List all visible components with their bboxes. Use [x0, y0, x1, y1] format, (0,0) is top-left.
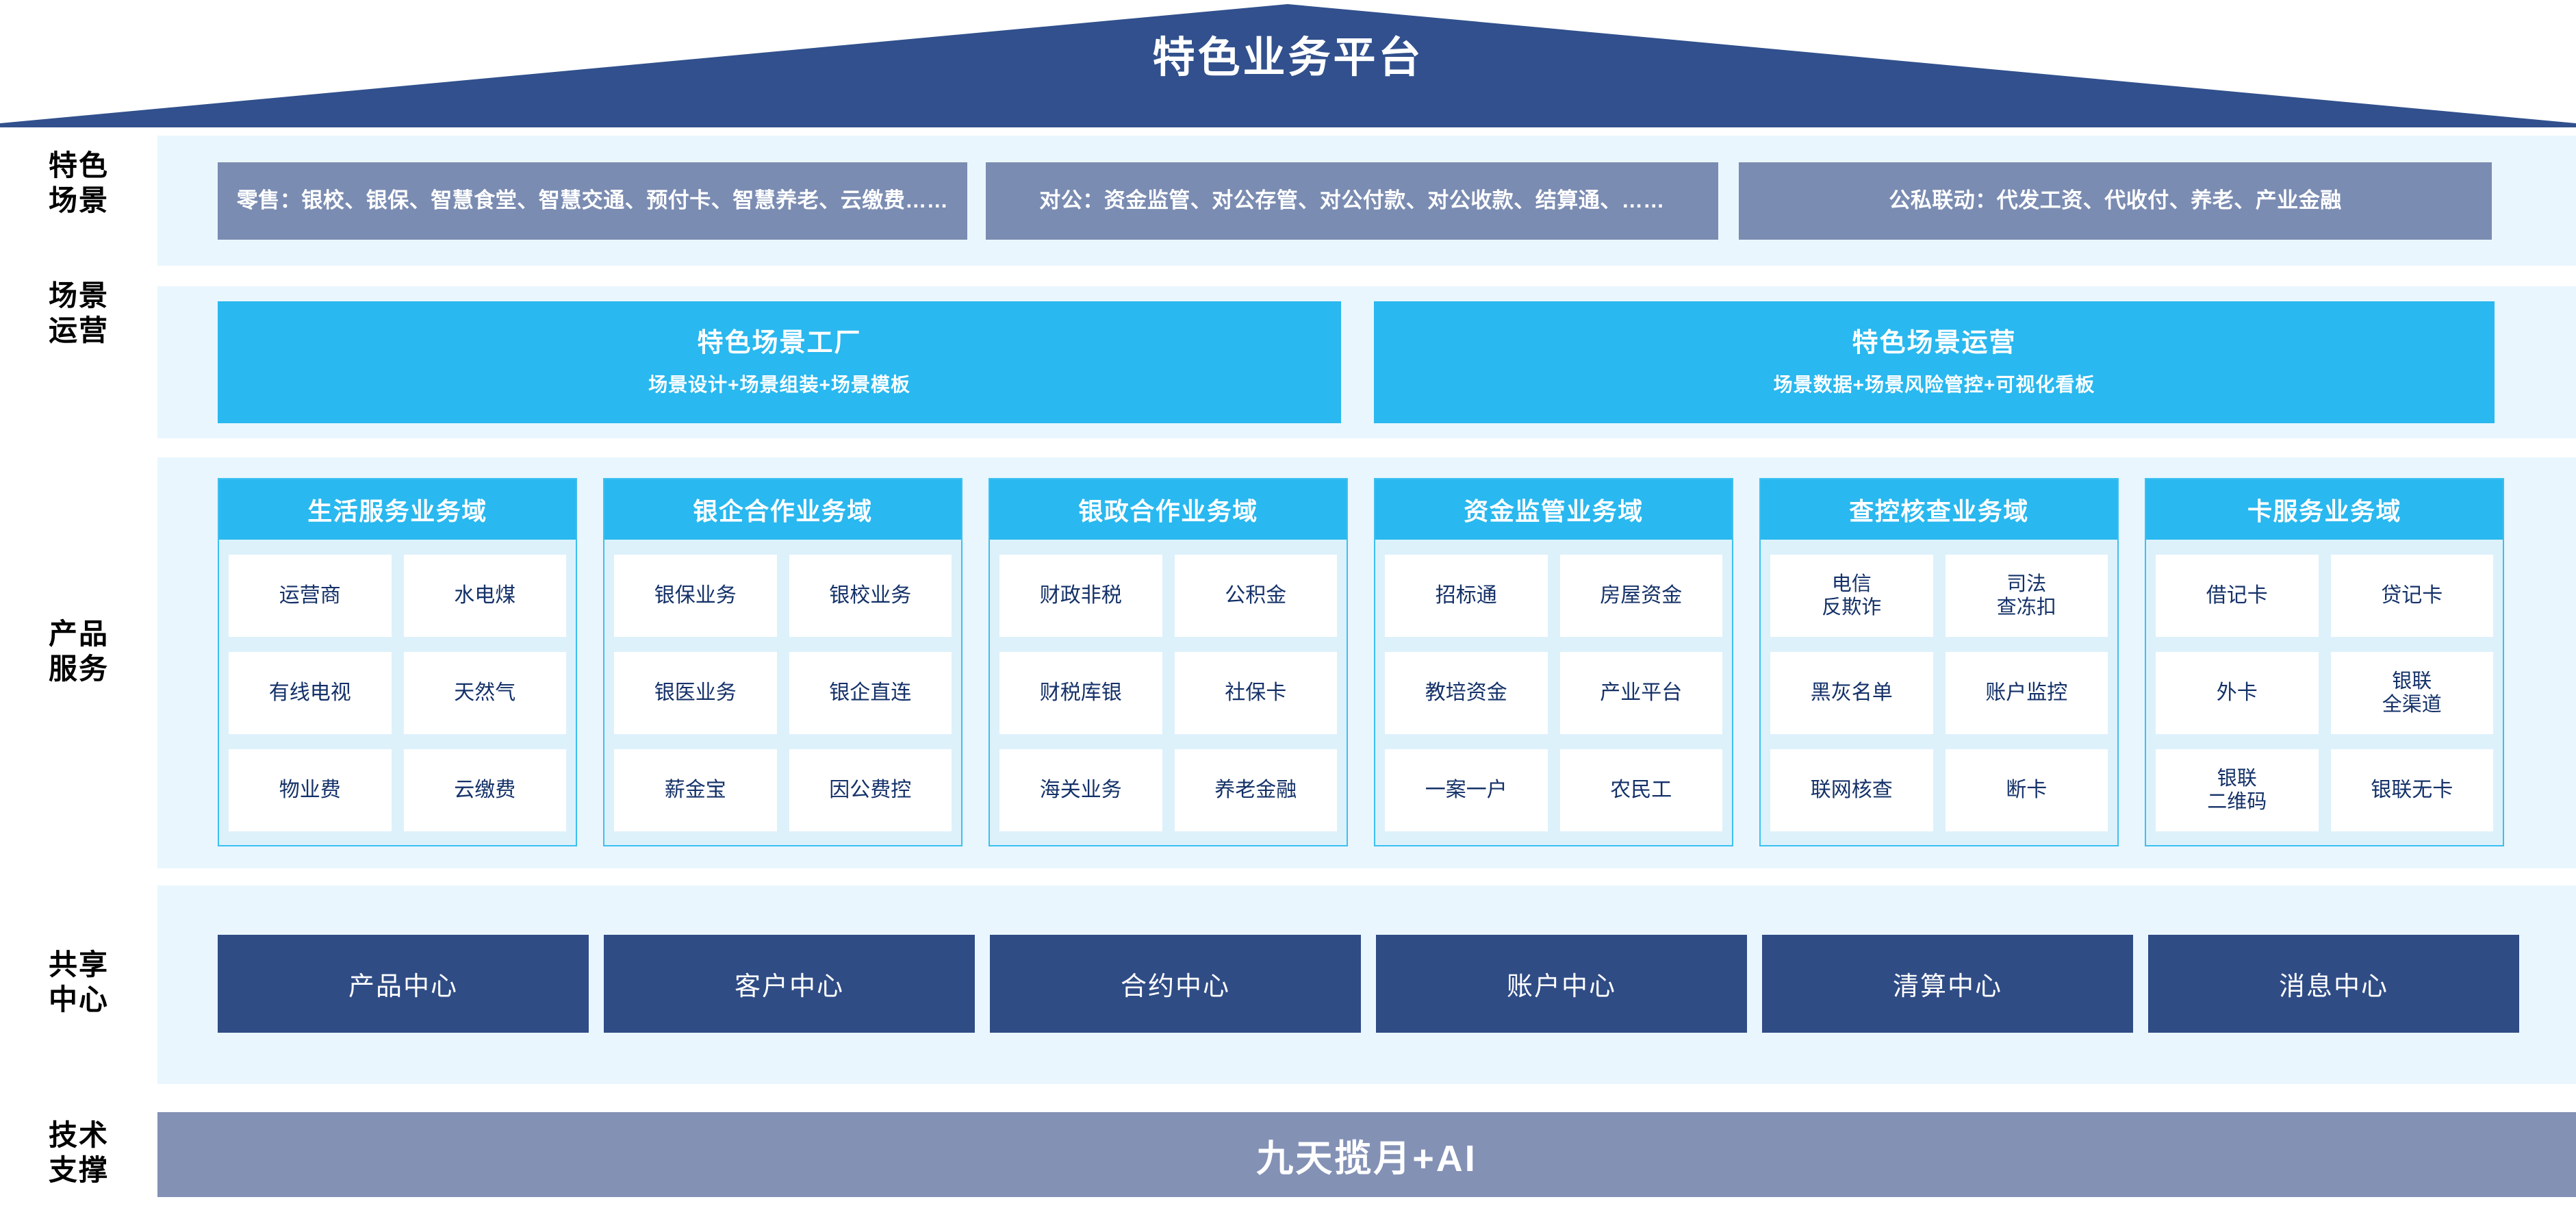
product-item[interactable]: 有线电视	[229, 652, 392, 734]
product-item[interactable]: 教培资金	[1385, 652, 1548, 734]
shared-center-message[interactable]: 消息中心	[2148, 935, 2519, 1033]
product-item[interactable]: 账户监控	[1945, 652, 2108, 734]
product-item[interactable]: 养老金融	[1174, 749, 1337, 831]
rail-line-2: 支撑	[48, 1154, 109, 1187]
product-item[interactable]: 农民工	[1559, 749, 1722, 831]
rail-line-2: 中心	[48, 983, 109, 1016]
product-item[interactable]: 财税库银	[999, 652, 1162, 734]
product-item[interactable]: 云缴费	[403, 749, 566, 831]
product-item[interactable]: 贷记卡	[2330, 555, 2493, 637]
product-item[interactable]: 水电煤	[403, 555, 566, 637]
rail-line-2: 场景	[48, 184, 109, 217]
product-domain-grid: 电信反欺诈 司法查冻扣 黑灰名单 账户监控 联网核查 断卡	[1761, 540, 2117, 845]
product-item[interactable]: 外卡	[2156, 652, 2319, 734]
operations-box-title: 特色场景工厂	[697, 329, 862, 358]
product-item[interactable]: 银联二维码	[2156, 749, 2319, 831]
product-domain-title: 银企合作业务域	[604, 479, 961, 540]
product-domain-investigation-control[interactable]: 查控核查业务域 电信反欺诈 司法查冻扣 黑灰名单 账户监控 联网核查 断卡	[1759, 478, 2119, 846]
shared-center-label: 清算中心	[1892, 972, 2002, 1001]
product-item[interactable]: 断卡	[1945, 749, 2108, 831]
product-domain-grid: 银保业务 银校业务 银医业务 银企直连 薪金宝 因公费控	[604, 540, 961, 845]
product-item[interactable]: 招标通	[1385, 555, 1548, 637]
operations-box-subtitle: 场景数据+场景风险管控+可视化看板	[1773, 374, 2095, 395]
product-item[interactable]: 产业平台	[1559, 652, 1722, 734]
product-domain-bank-government[interactable]: 银政合作业务域 财政非税 公积金 财税库银 社保卡 海关业务 养老金融	[989, 478, 1348, 846]
product-item[interactable]: 因公费控	[789, 749, 952, 831]
product-item[interactable]: 银企直连	[789, 652, 952, 734]
shared-center-clearing[interactable]: 清算中心	[1762, 935, 2133, 1033]
scenario-chip-retail[interactable]: 零售：银校、银保、智慧食堂、智慧交通、预付卡、智慧养老、云缴费……	[218, 162, 967, 240]
product-item[interactable]: 银联无卡	[2330, 749, 2493, 831]
rail-line-2: 运营	[48, 314, 109, 347]
product-domain-bank-enterprise[interactable]: 银企合作业务域 银保业务 银校业务 银医业务 银企直连 薪金宝 因公费控	[603, 478, 962, 846]
operations-box-subtitle: 场景设计+场景组装+场景模板	[648, 374, 910, 395]
product-item[interactable]: 薪金宝	[614, 749, 777, 831]
rail-line-2: 服务	[48, 653, 109, 686]
shared-center-label: 客户中心	[734, 972, 844, 1001]
rail-label-product-services: 产品 服务	[0, 616, 157, 686]
rail-label-featured-scenarios: 特色 场景	[0, 148, 157, 218]
product-item[interactable]: 公积金	[1174, 555, 1337, 637]
rail-label-shared-centers: 共享 中心	[0, 947, 157, 1017]
product-domain-grid: 财政非税 公积金 财税库银 社保卡 海关业务 养老金融	[990, 540, 1347, 845]
shared-center-product[interactable]: 产品中心	[218, 935, 589, 1033]
product-domain-title: 查控核查业务域	[1761, 479, 2117, 540]
product-item[interactable]: 财政非税	[999, 555, 1162, 637]
product-domain-title: 生活服务业务域	[219, 479, 576, 540]
product-item[interactable]: 银校业务	[789, 555, 952, 637]
shared-center-label: 消息中心	[2278, 972, 2388, 1001]
product-domain-title: 卡服务业务域	[2146, 479, 2503, 540]
product-item[interactable]: 黑灰名单	[1770, 652, 1933, 734]
rail-line-1: 共享	[48, 948, 109, 981]
product-domain-life-services[interactable]: 生活服务业务域 运营商 水电煤 有线电视 天然气 物业费 云缴费	[218, 478, 577, 846]
product-domain-card-services[interactable]: 卡服务业务域 借记卡 贷记卡 外卡 银联全渠道 银联二维码 银联无卡	[2145, 478, 2504, 846]
rail-line-1: 技术	[48, 1119, 109, 1151]
tech-support-label: 九天揽月+AI	[1256, 1137, 1477, 1179]
product-item[interactable]: 房屋资金	[1559, 555, 1722, 637]
platform-roof: 特色业务平台	[0, 0, 2576, 144]
scenario-chip-label: 公私联动：代发工资、代收付、养老、产业金融	[1889, 188, 2342, 213]
scenario-chip-corporate[interactable]: 对公：资金监管、对公存管、对公付款、对公收款、结算通、……	[986, 162, 1718, 240]
product-domain-grid: 招标通 房屋资金 教培资金 产业平台 一案一户 农民工	[1375, 540, 1732, 845]
product-item[interactable]: 银联全渠道	[2330, 652, 2493, 734]
operations-box-scene-operation[interactable]: 特色场景运营 场景数据+场景风险管控+可视化看板	[1374, 301, 2495, 423]
product-domain-fund-supervision[interactable]: 资金监管业务域 招标通 房屋资金 教培资金 产业平台 一案一户 农民工	[1374, 478, 1733, 846]
shared-center-account[interactable]: 账户中心	[1376, 935, 1747, 1033]
product-item[interactable]: 天然气	[403, 652, 566, 734]
product-item[interactable]: 海关业务	[999, 749, 1162, 831]
product-domain-title: 银政合作业务域	[990, 479, 1347, 540]
shared-center-contract[interactable]: 合约中心	[990, 935, 1361, 1033]
product-item[interactable]: 银保业务	[614, 555, 777, 637]
scenario-chip-label: 对公：资金监管、对公存管、对公付款、对公收款、结算通、……	[1039, 188, 1665, 213]
product-item[interactable]: 借记卡	[2156, 555, 2319, 637]
rail-label-scenario-operations: 场景 运营	[0, 278, 157, 348]
operations-box-scene-factory[interactable]: 特色场景工厂 场景设计+场景组装+场景模板	[218, 301, 1341, 423]
product-item[interactable]: 联网核查	[1770, 749, 1933, 831]
operations-box-title: 特色场景运营	[1852, 329, 2017, 358]
product-domain-grid: 运营商 水电煤 有线电视 天然气 物业费 云缴费	[219, 540, 576, 845]
product-domain-grid: 借记卡 贷记卡 外卡 银联全渠道 银联二维码 银联无卡	[2146, 540, 2503, 845]
scenario-chip-public-private-linkage[interactable]: 公私联动：代发工资、代收付、养老、产业金融	[1739, 162, 2492, 240]
product-item[interactable]: 一案一户	[1385, 749, 1548, 831]
shared-center-customer[interactable]: 客户中心	[604, 935, 975, 1033]
roof-shape-icon	[0, 4, 2576, 127]
shared-center-label: 账户中心	[1506, 972, 1616, 1001]
tech-support-bar[interactable]: 九天揽月+AI	[157, 1112, 2576, 1197]
product-domain-title: 资金监管业务域	[1375, 479, 1732, 540]
rail-line-1: 场景	[48, 279, 109, 312]
rail-line-1: 特色	[48, 149, 109, 181]
page-title: 特色业务平台	[1152, 34, 1424, 81]
shared-center-label: 产品中心	[348, 972, 458, 1001]
rail-line-1: 产品	[48, 618, 109, 650]
product-item[interactable]: 银医业务	[614, 652, 777, 734]
product-item[interactable]: 运营商	[229, 555, 392, 637]
scenario-chip-label: 零售：银校、银保、智慧食堂、智慧交通、预付卡、智慧养老、云缴费……	[236, 188, 949, 213]
product-item[interactable]: 物业费	[229, 749, 392, 831]
product-item[interactable]: 社保卡	[1174, 652, 1337, 734]
shared-center-label: 合约中心	[1120, 972, 1230, 1001]
product-item[interactable]: 司法查冻扣	[1945, 555, 2108, 637]
product-item[interactable]: 电信反欺诈	[1770, 555, 1933, 637]
rail-label-tech-support: 技术 支撑	[0, 1118, 157, 1187]
